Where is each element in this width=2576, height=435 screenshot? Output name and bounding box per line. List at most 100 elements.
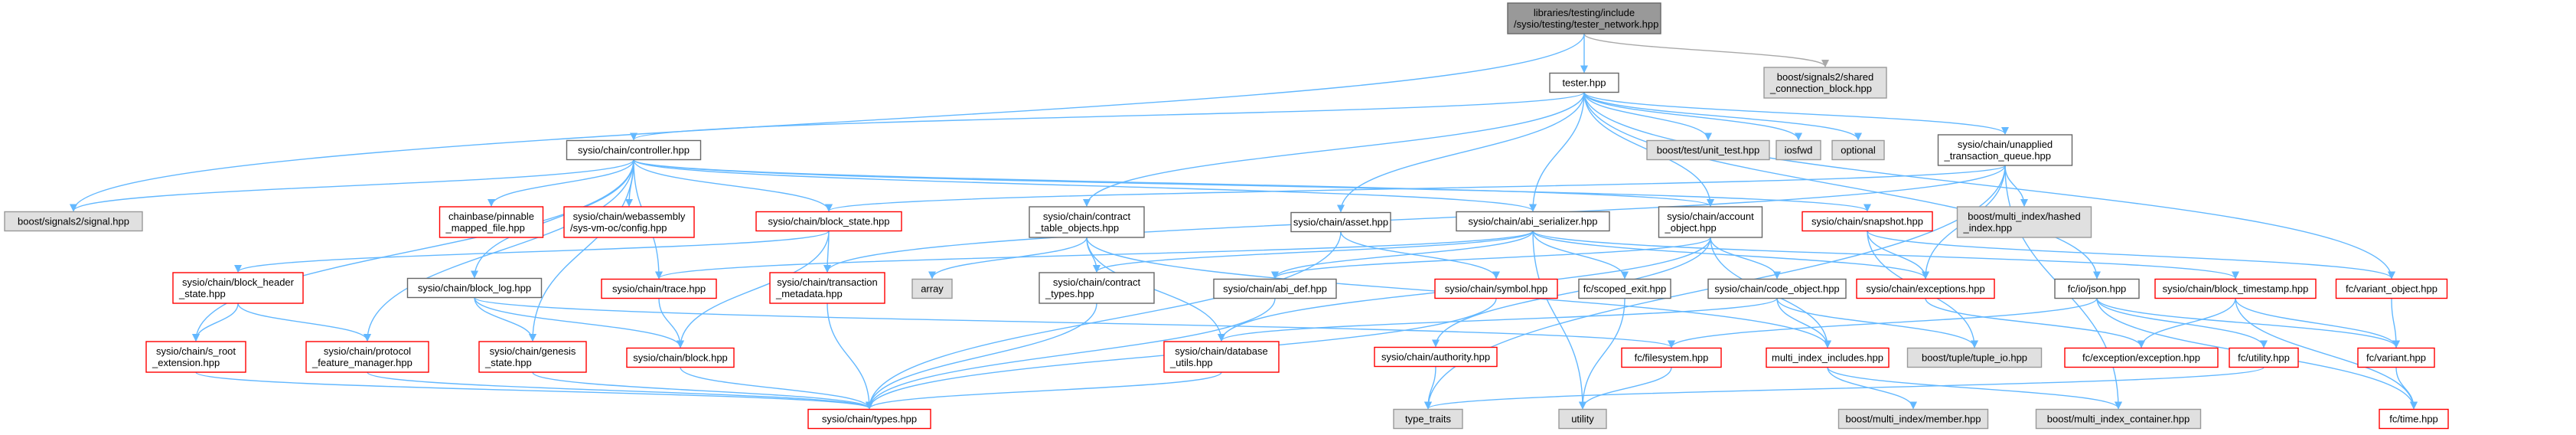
node-shared-conn: boost/signals2/shared_connection_block.h… — [1763, 67, 1887, 99]
node-box — [1549, 72, 1619, 93]
edge-utility_hpp-to-type_traits — [1424, 366, 2265, 410]
node-snapshot[interactable]: sysio/chain/snapshot.hpp — [1802, 211, 1933, 232]
edge-controller-to-account_object — [633, 159, 1714, 207]
edge-variant_object-to-variant — [2391, 298, 2400, 348]
node-protocol-fm[interactable]: sysio/chain/protocol_feature_manager.hpp — [305, 341, 429, 373]
node-controller[interactable]: sysio/chain/controller.hpp — [566, 139, 702, 161]
node-box — [1646, 139, 1770, 161]
node-box — [2064, 347, 2219, 368]
node-s-root[interactable]: sysio/chain/s_root_extension.hpp — [145, 341, 246, 373]
node-trace[interactable]: sysio/chain/trace.hpp — [601, 278, 717, 299]
edge-code_object-to-database_utils — [1218, 297, 1778, 342]
node-root[interactable]: libraries/testing/include/sysio/testing/… — [1507, 2, 1661, 34]
edge-abi_serializer-to-contract_types — [1093, 230, 1534, 273]
node-label-line: _transaction_queue.hpp — [1944, 150, 2052, 162]
node-label-line: sysio/chain/transaction — [777, 276, 878, 288]
node-label-line: chainbase/pinnable — [448, 211, 534, 222]
edge-abi_serializer-to-exceptions — [1532, 231, 1929, 280]
node-label-line: fc/utility.hpp — [2238, 352, 2290, 364]
node-label-line: sysio/chain/contract — [1043, 211, 1131, 222]
edge-code_object-to-tuple_io — [1776, 298, 1978, 348]
node-box — [1707, 278, 1847, 299]
edge-asset-to-symbol — [1340, 231, 1500, 280]
edge-account_object-to-abi_def — [1271, 237, 1711, 280]
node-box — [755, 211, 902, 232]
node-box — [1621, 347, 1722, 368]
node-box — [601, 278, 717, 299]
node-filesystem[interactable]: fc/filesystem.hpp — [1621, 347, 1722, 368]
node-contract-table[interactable]: sysio/chain/contract_table_objects.hpp — [1029, 206, 1145, 238]
node-box — [1290, 211, 1391, 233]
node-block-header-state[interactable]: sysio/chain/block_header_state.hpp — [172, 272, 304, 304]
node-label-line: sysio/chain/asset.hpp — [1293, 217, 1388, 228]
node-type-traits: type_traits — [1393, 408, 1463, 430]
node-block[interactable]: sysio/chain/block.hpp — [626, 347, 735, 368]
node-block-timestamp[interactable]: sysio/chain/block_timestamp.hpp — [2154, 278, 2317, 299]
edge-block_log-to-genesis — [474, 297, 536, 342]
node-code-object[interactable]: sysio/chain/code_object.hpp — [1707, 278, 1847, 299]
node-multi-index-includes[interactable]: multi_index_includes.hpp — [1766, 347, 1890, 368]
node-box — [1213, 278, 1337, 299]
node-label-line: fc/io/json.hpp — [2068, 283, 2127, 295]
edge-multi_index_includes-to-member — [1827, 367, 1917, 410]
node-array: array — [911, 278, 953, 299]
node-block-log[interactable]: sysio/chain/block_log.hpp — [406, 277, 543, 299]
edge-block_header_state-to-protocol_fm — [237, 303, 371, 342]
edge-account_object-to-code_object — [1710, 237, 1781, 280]
node-variant-object[interactable]: fc/variant_object.hpp — [2335, 278, 2448, 299]
node-label-line: libraries/testing/include — [1534, 7, 1635, 18]
node-box — [1578, 278, 1671, 299]
edge-filesystem-to-utility — [1579, 367, 1672, 410]
edge-unapplied-to-transaction_metadata — [823, 165, 2006, 273]
node-fc-exception[interactable]: fc/exception/exception.hpp — [2064, 347, 2219, 368]
node-utility-hpp[interactable]: fc/utility.hpp — [2229, 347, 2299, 368]
node-variant[interactable]: fc/variant.hpp — [2357, 347, 2435, 368]
node-abi-serializer[interactable]: sysio/chain/abi_serializer.hpp — [1456, 211, 1610, 232]
node-authority[interactable]: sysio/chain/authority.hpp — [1374, 346, 1498, 368]
edge-tester-to-json — [1583, 92, 2101, 280]
edge-tester-to-variant_object — [1583, 92, 2395, 280]
node-contract-types[interactable]: sysio/chain/contract_types.hpp — [1039, 272, 1155, 304]
node-exceptions[interactable]: sysio/chain/exceptions.hpp — [1856, 278, 1995, 299]
node-label-line: sysio/chain/genesis — [490, 345, 576, 357]
node-abi-def[interactable]: sysio/chain/abi_def.hpp — [1213, 278, 1337, 299]
node-unapplied[interactable]: sysio/chain/unapplied_transaction_queue.… — [1937, 134, 2073, 166]
node-tester[interactable]: tester.hpp — [1549, 72, 1619, 93]
node-box — [305, 341, 429, 373]
node-label-line: optional — [1841, 145, 1876, 156]
node-genesis[interactable]: sysio/chain/genesis_state.hpp — [478, 341, 587, 373]
node-database-utils[interactable]: sysio/chain/database_utils.hpp — [1163, 341, 1280, 373]
node-webassembly[interactable]: sysio/chain/webassembly/sys-vm-oc/config… — [563, 206, 695, 238]
node-label-line: boost/signals2/shared — [1777, 71, 1873, 83]
node-label-line: sysio/chain/code_object.hpp — [1714, 283, 1839, 295]
edge-tester-to-asset — [1337, 92, 1585, 213]
node-asset[interactable]: sysio/chain/asset.hpp — [1290, 211, 1391, 233]
dependency-nodes: libraries/testing/include/sysio/testing/… — [4, 2, 2449, 430]
node-scoped-exit[interactable]: fc/scoped_exit.hpp — [1578, 278, 1671, 299]
node-utility: utility — [1558, 408, 1607, 430]
node-label-line: fc/variant_object.hpp — [2346, 283, 2437, 295]
node-label-line: boost/multi_index_container.hpp — [2047, 414, 2190, 425]
node-account-object[interactable]: sysio/chain/account_object.hpp — [1658, 206, 1763, 238]
node-label-line: boost/multi_index/hashed — [1968, 211, 2080, 222]
node-box — [1434, 278, 1558, 299]
node-types[interactable]: sysio/chain/types.hpp — [807, 408, 931, 430]
node-symbol[interactable]: sysio/chain/symbol.hpp — [1434, 278, 1558, 299]
node-label-line: /sysio/testing/tester_network.hpp — [1514, 18, 1658, 30]
node-label-line: _state.hpp — [484, 357, 532, 368]
edge-controller-to-block_state — [633, 159, 833, 212]
node-block-state[interactable]: sysio/chain/block_state.hpp — [755, 211, 902, 232]
node-box — [1163, 341, 1280, 373]
edge-controller-to-genesis — [529, 159, 634, 342]
node-transaction-metadata[interactable]: sysio/chain/transaction_metadata.hpp — [769, 272, 885, 304]
node-box — [2335, 278, 2448, 299]
node-pinnable[interactable]: chainbase/pinnable_mapped_file.hpp — [439, 206, 544, 238]
node-box — [145, 341, 246, 373]
edge-block_timestamp-to-time — [2235, 298, 2418, 410]
node-json[interactable]: fc/io/json.hpp — [2054, 278, 2140, 299]
node-label-line: /sys-vm-oc/config.hpp — [570, 222, 667, 234]
node-box — [1558, 408, 1607, 430]
node-time[interactable]: fc/time.hpp — [2379, 408, 2449, 430]
node-label-line: _utils.hpp — [1169, 357, 1213, 368]
